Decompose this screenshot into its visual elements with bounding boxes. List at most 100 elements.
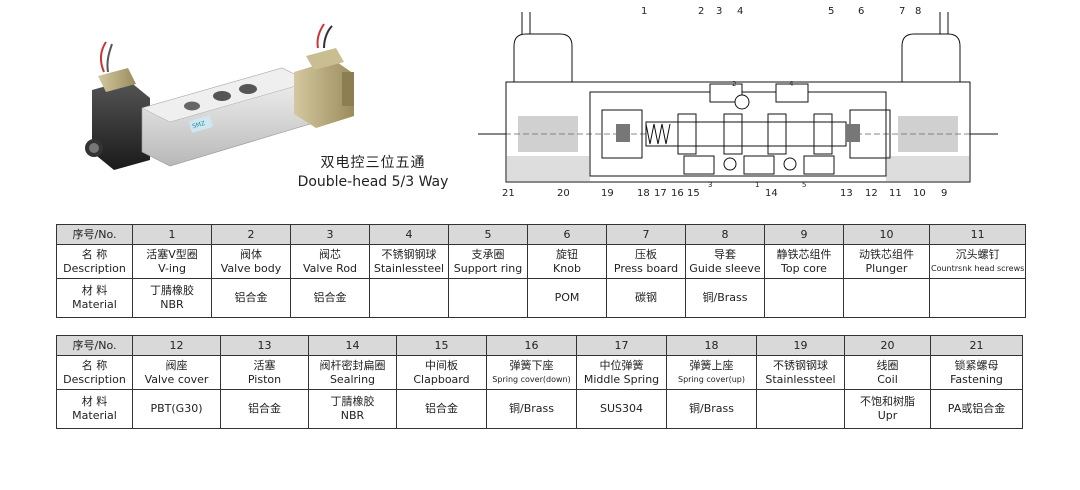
table-row: 序号/No. 1 2 3 4 5 6 7 8 9 10 11 [56, 224, 1027, 245]
part-material: 铝合金 [220, 389, 309, 429]
part-number: 12 [132, 335, 221, 356]
port-mark-5: 5 [802, 181, 807, 189]
leader-18: 18 [637, 188, 650, 199]
parts-table-2: 序号/No. 12 13 14 15 16 17 18 19 20 21 名 称… [56, 335, 1023, 429]
part-material [928, 278, 1027, 318]
part-number: 19 [756, 335, 845, 356]
row-label-no: 序号/No. [56, 335, 133, 356]
part-number: 11 [928, 224, 1027, 245]
part-number: 15 [396, 335, 487, 356]
leader-13: 13 [840, 188, 853, 199]
part-number: 5 [448, 224, 528, 245]
part-material: 碳钢 [606, 278, 686, 318]
row-label-no: 序号/No. [56, 224, 133, 245]
leader-1: 1 [641, 6, 648, 17]
port-mark-1: 1 [755, 181, 760, 189]
caption-english: Double-head 5/3 Way [297, 174, 449, 190]
leader-5: 5 [828, 6, 835, 17]
brand-mark: SMZ [192, 120, 207, 130]
part-number: 18 [666, 335, 757, 356]
cross-section-drawing [478, 12, 998, 183]
part-number: 4 [369, 224, 449, 245]
part-number: 6 [527, 224, 607, 245]
part-material: 铜/Brass [666, 389, 757, 429]
part-number: 9 [764, 224, 844, 245]
leader-12: 12 [865, 188, 878, 199]
leader-3: 3 [716, 6, 723, 17]
leader-19: 19 [601, 188, 614, 199]
part-number: 17 [576, 335, 667, 356]
leader-6: 6 [858, 6, 865, 17]
part-material: 铜/Brass [685, 278, 765, 318]
part-number: 1 [132, 224, 212, 245]
part-material [369, 278, 449, 318]
port-mark-2: 2 [732, 80, 737, 88]
caption-chinese: 双电控三位五通 [320, 155, 426, 171]
leader-11: 11 [889, 188, 902, 199]
leader-21: 21 [502, 188, 515, 199]
part-number: 16 [486, 335, 577, 356]
table-row: 序号/No. 12 13 14 15 16 17 18 19 20 21 [56, 335, 1023, 356]
leader-4: 4 [737, 6, 744, 17]
part-material: POM [527, 278, 607, 318]
part-material [843, 278, 930, 318]
part-number: 13 [220, 335, 309, 356]
product-caption: 双电控三位五通 Double-head 5/3 Way [258, 152, 488, 190]
part-number: 20 [844, 335, 931, 356]
leader-2: 2 [698, 6, 705, 17]
part-material: 铝合金 [290, 278, 370, 318]
leader-14: 14 [765, 188, 778, 199]
leader-20: 20 [557, 188, 570, 199]
part-material: 铜/Brass [486, 389, 577, 429]
part-number: 8 [685, 224, 765, 245]
leader-9: 9 [941, 188, 948, 199]
leader-7: 7 [899, 6, 906, 17]
leader-16: 16 [671, 188, 684, 199]
part-number: 2 [211, 224, 291, 245]
part-material: SUS304 [576, 389, 667, 429]
part-number: 10 [843, 224, 930, 245]
leader-17: 17 [654, 188, 667, 199]
part-number: 7 [606, 224, 686, 245]
part-number: 3 [290, 224, 370, 245]
part-material: PA或铝合金 [930, 389, 1023, 429]
valve-photo: SMZ [85, 23, 354, 170]
part-number: 14 [308, 335, 397, 356]
leader-10: 10 [913, 188, 926, 199]
part-material: 铝合金 [211, 278, 291, 318]
part-material [764, 278, 844, 318]
port-mark-4: 4 [789, 80, 794, 88]
part-material [448, 278, 528, 318]
part-material: 铝合金 [396, 389, 487, 429]
